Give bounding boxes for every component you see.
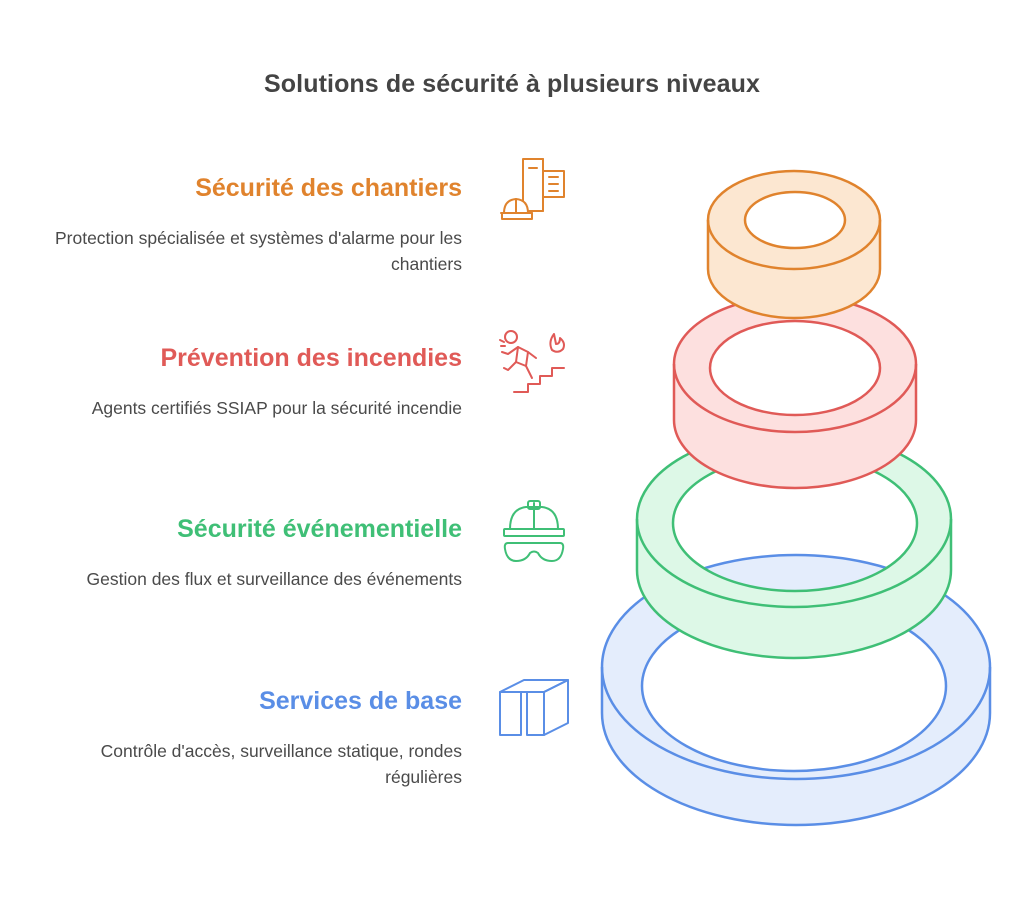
level-description: Agents certifiés SSIAP pour la sécurité … <box>91 398 462 418</box>
level-description: Protection spécialisée et systèmes d'ala… <box>54 228 462 274</box>
level-event-security: Sécurité événementielle Gestion des flux… <box>30 512 462 592</box>
fire-escape-icon <box>499 330 565 393</box>
level-basic-services: Services de base Contrôle d'accès, surve… <box>30 684 462 790</box>
level-description: Contrôle d'accès, surveillance statique,… <box>100 741 462 787</box>
box-icon <box>499 679 569 736</box>
page-title: Solutions de sécurité à plusieurs niveau… <box>264 70 760 98</box>
level-title: Sécurité événementielle <box>177 515 462 543</box>
level-fire-prevention: Prévention des incendies Agents certifié… <box>30 341 462 421</box>
level-description: Gestion des flux et surveillance des évé… <box>86 569 462 589</box>
ring-fire-prevention <box>672 294 918 490</box>
hardhat-goggles-icon <box>503 500 565 562</box>
level-construction-security: Sécurité des chantiers Protection spécia… <box>30 171 462 277</box>
level-title: Sécurité des chantiers <box>195 174 462 202</box>
level-title: Prévention des incendies <box>160 344 463 372</box>
construction-site-icon <box>500 158 565 220</box>
level-title: Services de base <box>259 687 462 715</box>
ring-construction-security <box>706 169 882 320</box>
